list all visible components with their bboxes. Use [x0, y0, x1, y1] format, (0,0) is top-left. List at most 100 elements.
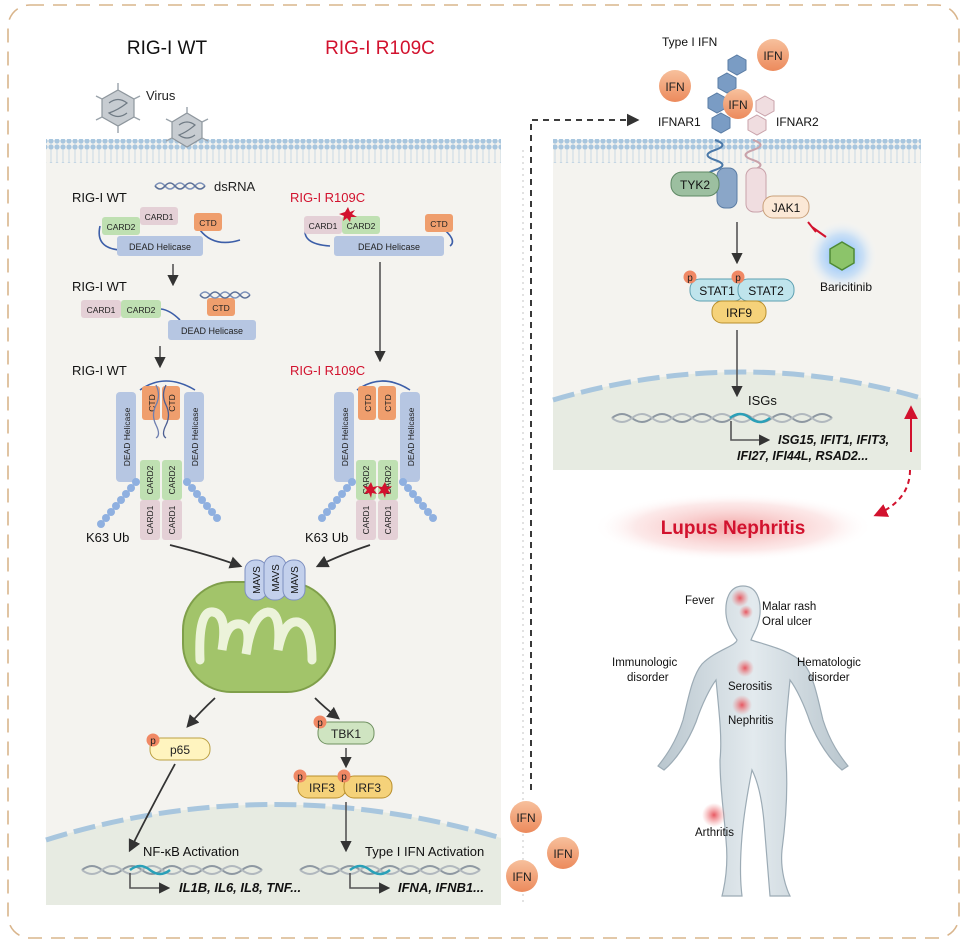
svg-text:CTD: CTD [212, 303, 229, 313]
svg-text:MAVS: MAVS [252, 566, 263, 594]
svg-text:DEAD Helicase: DEAD Helicase [181, 326, 243, 336]
svg-text:STAT1: STAT1 [699, 284, 735, 298]
k63-ub-left: K63 Ub [86, 530, 129, 545]
svg-text:p: p [735, 273, 741, 284]
mitochondrion [182, 581, 336, 693]
ifn-ball-bound-1: IFN [659, 70, 691, 102]
disease-link-arrow [873, 469, 911, 517]
mut-step1-label: RIG-I R109C [290, 190, 365, 205]
right-cell-membrane [553, 139, 921, 163]
stat1-stat2-irf9-complex: STAT1 STAT2 IRF9 p p [683, 270, 795, 324]
svg-text:CTD: CTD [167, 394, 177, 411]
type1-ifn-label: Type I IFN [662, 35, 717, 49]
symptom-arthritis: Arthritis [695, 827, 734, 839]
p65-protein: p65 p [146, 733, 211, 761]
title-wt: RIG-I WT [127, 38, 208, 59]
svg-text:CARD2: CARD2 [145, 465, 155, 494]
svg-text:DEAD Helicase: DEAD Helicase [190, 407, 200, 466]
symptom-immunologic-2: disorder [627, 672, 669, 684]
mutation-star-icon [339, 207, 357, 222]
rigi-mutant-activated: DEAD Helicase DEAD Helicase CTD CTD CARD… [318, 380, 437, 540]
dna-left-2 [299, 864, 481, 894]
svg-text:CTD: CTD [147, 394, 157, 411]
phospho-icon [313, 715, 327, 729]
phospho-icon [146, 733, 160, 747]
outer-frame [7, 4, 960, 939]
tbk1-protein: TBK1 p [313, 715, 375, 745]
inhibition-line [807, 221, 827, 238]
svg-text:DEAD Helicase: DEAD Helicase [406, 407, 416, 466]
svg-text:CARD1: CARD1 [309, 221, 338, 231]
svg-text:IRF3: IRF3 [355, 781, 381, 795]
svg-text:MAVS: MAVS [271, 564, 282, 592]
left-cell-panel [45, 139, 502, 905]
svg-text:CTD: CTD [199, 218, 216, 228]
wt-step2-label: RIG-I WT [72, 279, 127, 294]
virus-particle-1 [95, 83, 141, 133]
svg-text:IFN: IFN [665, 80, 684, 94]
svg-text:CARD2: CARD2 [107, 222, 136, 232]
baricitinib-drug-icon [829, 241, 855, 271]
svg-text:CARD2: CARD2 [127, 305, 156, 315]
wt-step3-label: RIG-I WT [72, 363, 127, 378]
svg-text:IFN: IFN [512, 870, 531, 884]
k63-ub-right: K63 Ub [305, 530, 348, 545]
rigi-mutant-inactive: CARD1 CARD2 DEAD Helicase CTD [304, 207, 454, 256]
baricitinib-label: Baricitinib [820, 280, 872, 294]
ifnar1-label: IFNAR1 [658, 115, 701, 129]
human-body-figure [657, 585, 849, 897]
svg-text:CARD1: CARD1 [87, 305, 116, 315]
symptom-fever: Fever [685, 595, 715, 607]
svg-text:CARD1: CARD1 [145, 212, 174, 222]
jak1-kinase: JAK1 [762, 195, 810, 219]
isgs-label: ISGs [748, 393, 777, 408]
svg-text:p: p [341, 772, 347, 783]
ifn-feedback-arrow [530, 113, 640, 790]
svg-text:DEAD Helicase: DEAD Helicase [122, 407, 132, 466]
irf3-dimer: IRF3 IRF3 p p [293, 769, 393, 799]
symptom-hematologic-2: disorder [808, 672, 850, 684]
svg-text:IFN: IFN [763, 49, 782, 63]
svg-text:p: p [297, 772, 303, 783]
phospho-icon [337, 769, 351, 783]
svg-text:IFN: IFN [728, 98, 747, 112]
svg-text:p: p [687, 273, 693, 284]
wt-step1-label: RIG-I WT [72, 190, 127, 205]
ifnar1-receptor [706, 54, 747, 209]
isg-genes-line2: IFI27, IFI44L, RSAD2... [737, 449, 868, 463]
tyk2-kinase: TYK2 [670, 171, 720, 197]
svg-text:CARD1: CARD1 [167, 505, 177, 534]
left-nuclear-envelope [46, 804, 501, 905]
svg-text:CTD: CTD [383, 394, 393, 411]
ifn-ball-bound-3: IFN [757, 39, 789, 71]
svg-text:IRF9: IRF9 [726, 306, 752, 320]
rigi-wt-activated: DEAD Helicase DEAD Helicase CTD CTD CARD… [97, 380, 221, 540]
nfkb-activation-label: NF-κB Activation [143, 844, 239, 859]
dna-right [611, 412, 833, 446]
svg-text:STAT2: STAT2 [748, 284, 784, 298]
svg-text:DEAD Helicase: DEAD Helicase [340, 407, 350, 466]
ifn-ball-secreted-2: IFN [547, 837, 579, 869]
rigi-wt-inactive: DEAD Helicase CARD2 CARD1 CTD [98, 207, 241, 256]
symptom-serositis: Serositis [728, 681, 772, 693]
symptom-oral-ulcer: Oral ulcer [762, 616, 812, 628]
ifn-target-genes: IFNA, IFNB1... [398, 880, 484, 895]
ifn-ball-bound-2: IFN [723, 89, 753, 119]
dna-left-1 [81, 864, 263, 894]
svg-text:CTD: CTD [363, 394, 373, 411]
svg-text:IFN: IFN [553, 847, 572, 861]
svg-text:MAVS: MAVS [290, 566, 301, 594]
ifn-ball-secreted-3: IFN [506, 860, 538, 892]
ifnar2-receptor [744, 95, 775, 213]
svg-text:CARD1: CARD1 [383, 505, 393, 534]
svg-text:p: p [317, 718, 323, 729]
svg-text:CARD2: CARD2 [361, 465, 371, 494]
svg-text:CARD1: CARD1 [145, 505, 155, 534]
dsrna-icon [154, 182, 206, 190]
virus-particle-2 [165, 107, 209, 148]
disease-title: Lupus Nephritis [661, 518, 806, 539]
phospho-icon [293, 769, 307, 783]
svg-text:DEAD Helicase: DEAD Helicase [358, 242, 420, 252]
svg-text:CARD2: CARD2 [383, 465, 393, 494]
isg-genes-line1: ISG15, IFIT1, IFIT3, [778, 433, 889, 447]
